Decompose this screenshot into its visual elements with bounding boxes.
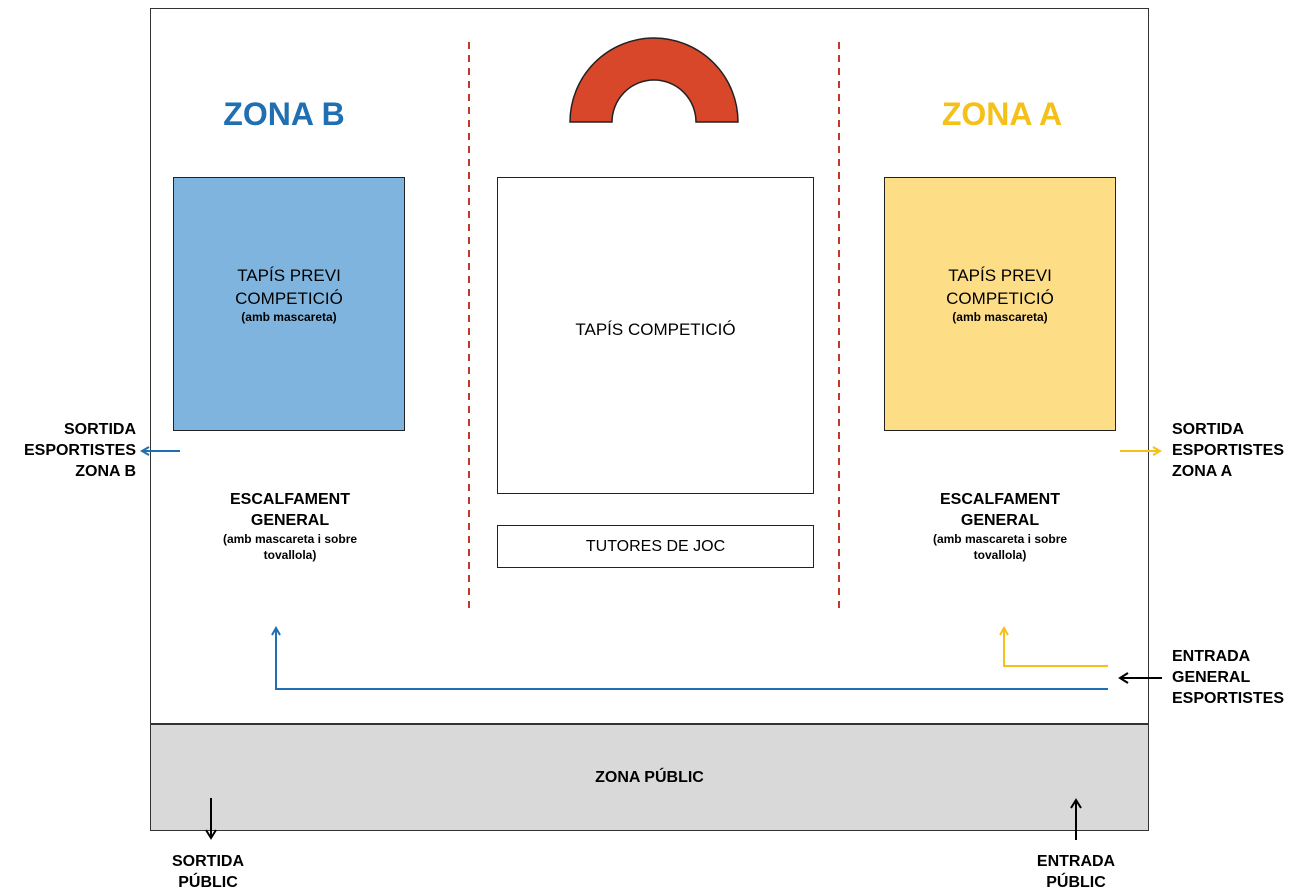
public-zone-label: ZONA PÚBLIC (595, 769, 704, 786)
competition-mat-label: TAPÍS COMPETICIÓ (575, 320, 736, 339)
athletes-entrance-label: ENTRADA GENERAL ESPORTISTES (1172, 648, 1285, 707)
zone-b-warmup-title: ESCALFAMENT GENERAL (230, 491, 350, 529)
zone-a-title: ZONA A (941, 96, 1063, 132)
zone-a-general-warmup: ESCALFAMENT GENERAL (amb mascareta i sob… (885, 489, 1115, 563)
podium-icon (569, 37, 739, 123)
zone-b-general-warmup: ESCALFAMENT GENERAL (amb mascareta i sob… (175, 489, 405, 563)
zone-a-route-arrow (1004, 628, 1108, 667)
public-exit-label: SORTIDA PÚBLIC (172, 853, 244, 891)
zone-a-athletes-exit-label: SORTIDA ESPORTISTES ZONA A (1172, 421, 1285, 480)
zone-b-route-arrow (276, 628, 1108, 690)
zone-a-mat-note: (amb mascareta) (952, 309, 1048, 324)
zone-a-warmup-note: (amb mascareta i sobre tovallola) (932, 532, 1068, 562)
zone-a-warmup-mat: TAPÍS PREVI COMPETICIÓ (amb mascareta) (884, 177, 1116, 431)
zone-b-title: ZONA B (223, 96, 345, 132)
zone-b-warmup-note: (amb mascareta i sobre tovallola) (222, 532, 358, 562)
judges-label: TUTORES DE JOC (585, 538, 726, 555)
judges-table: TUTORES DE JOC (497, 525, 814, 568)
zone-b-warmup-mat: TAPÍS PREVI COMPETICIÓ (amb mascareta) (173, 177, 405, 431)
zone-a-warmup-title: ESCALFAMENT GENERAL (940, 491, 1060, 529)
zone-b-athletes-exit-label: SORTIDA ESPORTISTES ZONA B (23, 421, 136, 480)
public-entrance-label: ENTRADA PÚBLIC (1036, 853, 1116, 891)
zone-b-mat-note: (amb mascareta) (241, 309, 337, 324)
competition-mat: TAPÍS COMPETICIÓ (497, 177, 814, 494)
zone-b-mat-title: TAPÍS PREVI COMPETICIÓ (235, 265, 343, 308)
zone-a-mat-title: TAPÍS PREVI COMPETICIÓ (946, 265, 1054, 308)
public-zone: ZONA PÚBLIC (150, 724, 1149, 831)
